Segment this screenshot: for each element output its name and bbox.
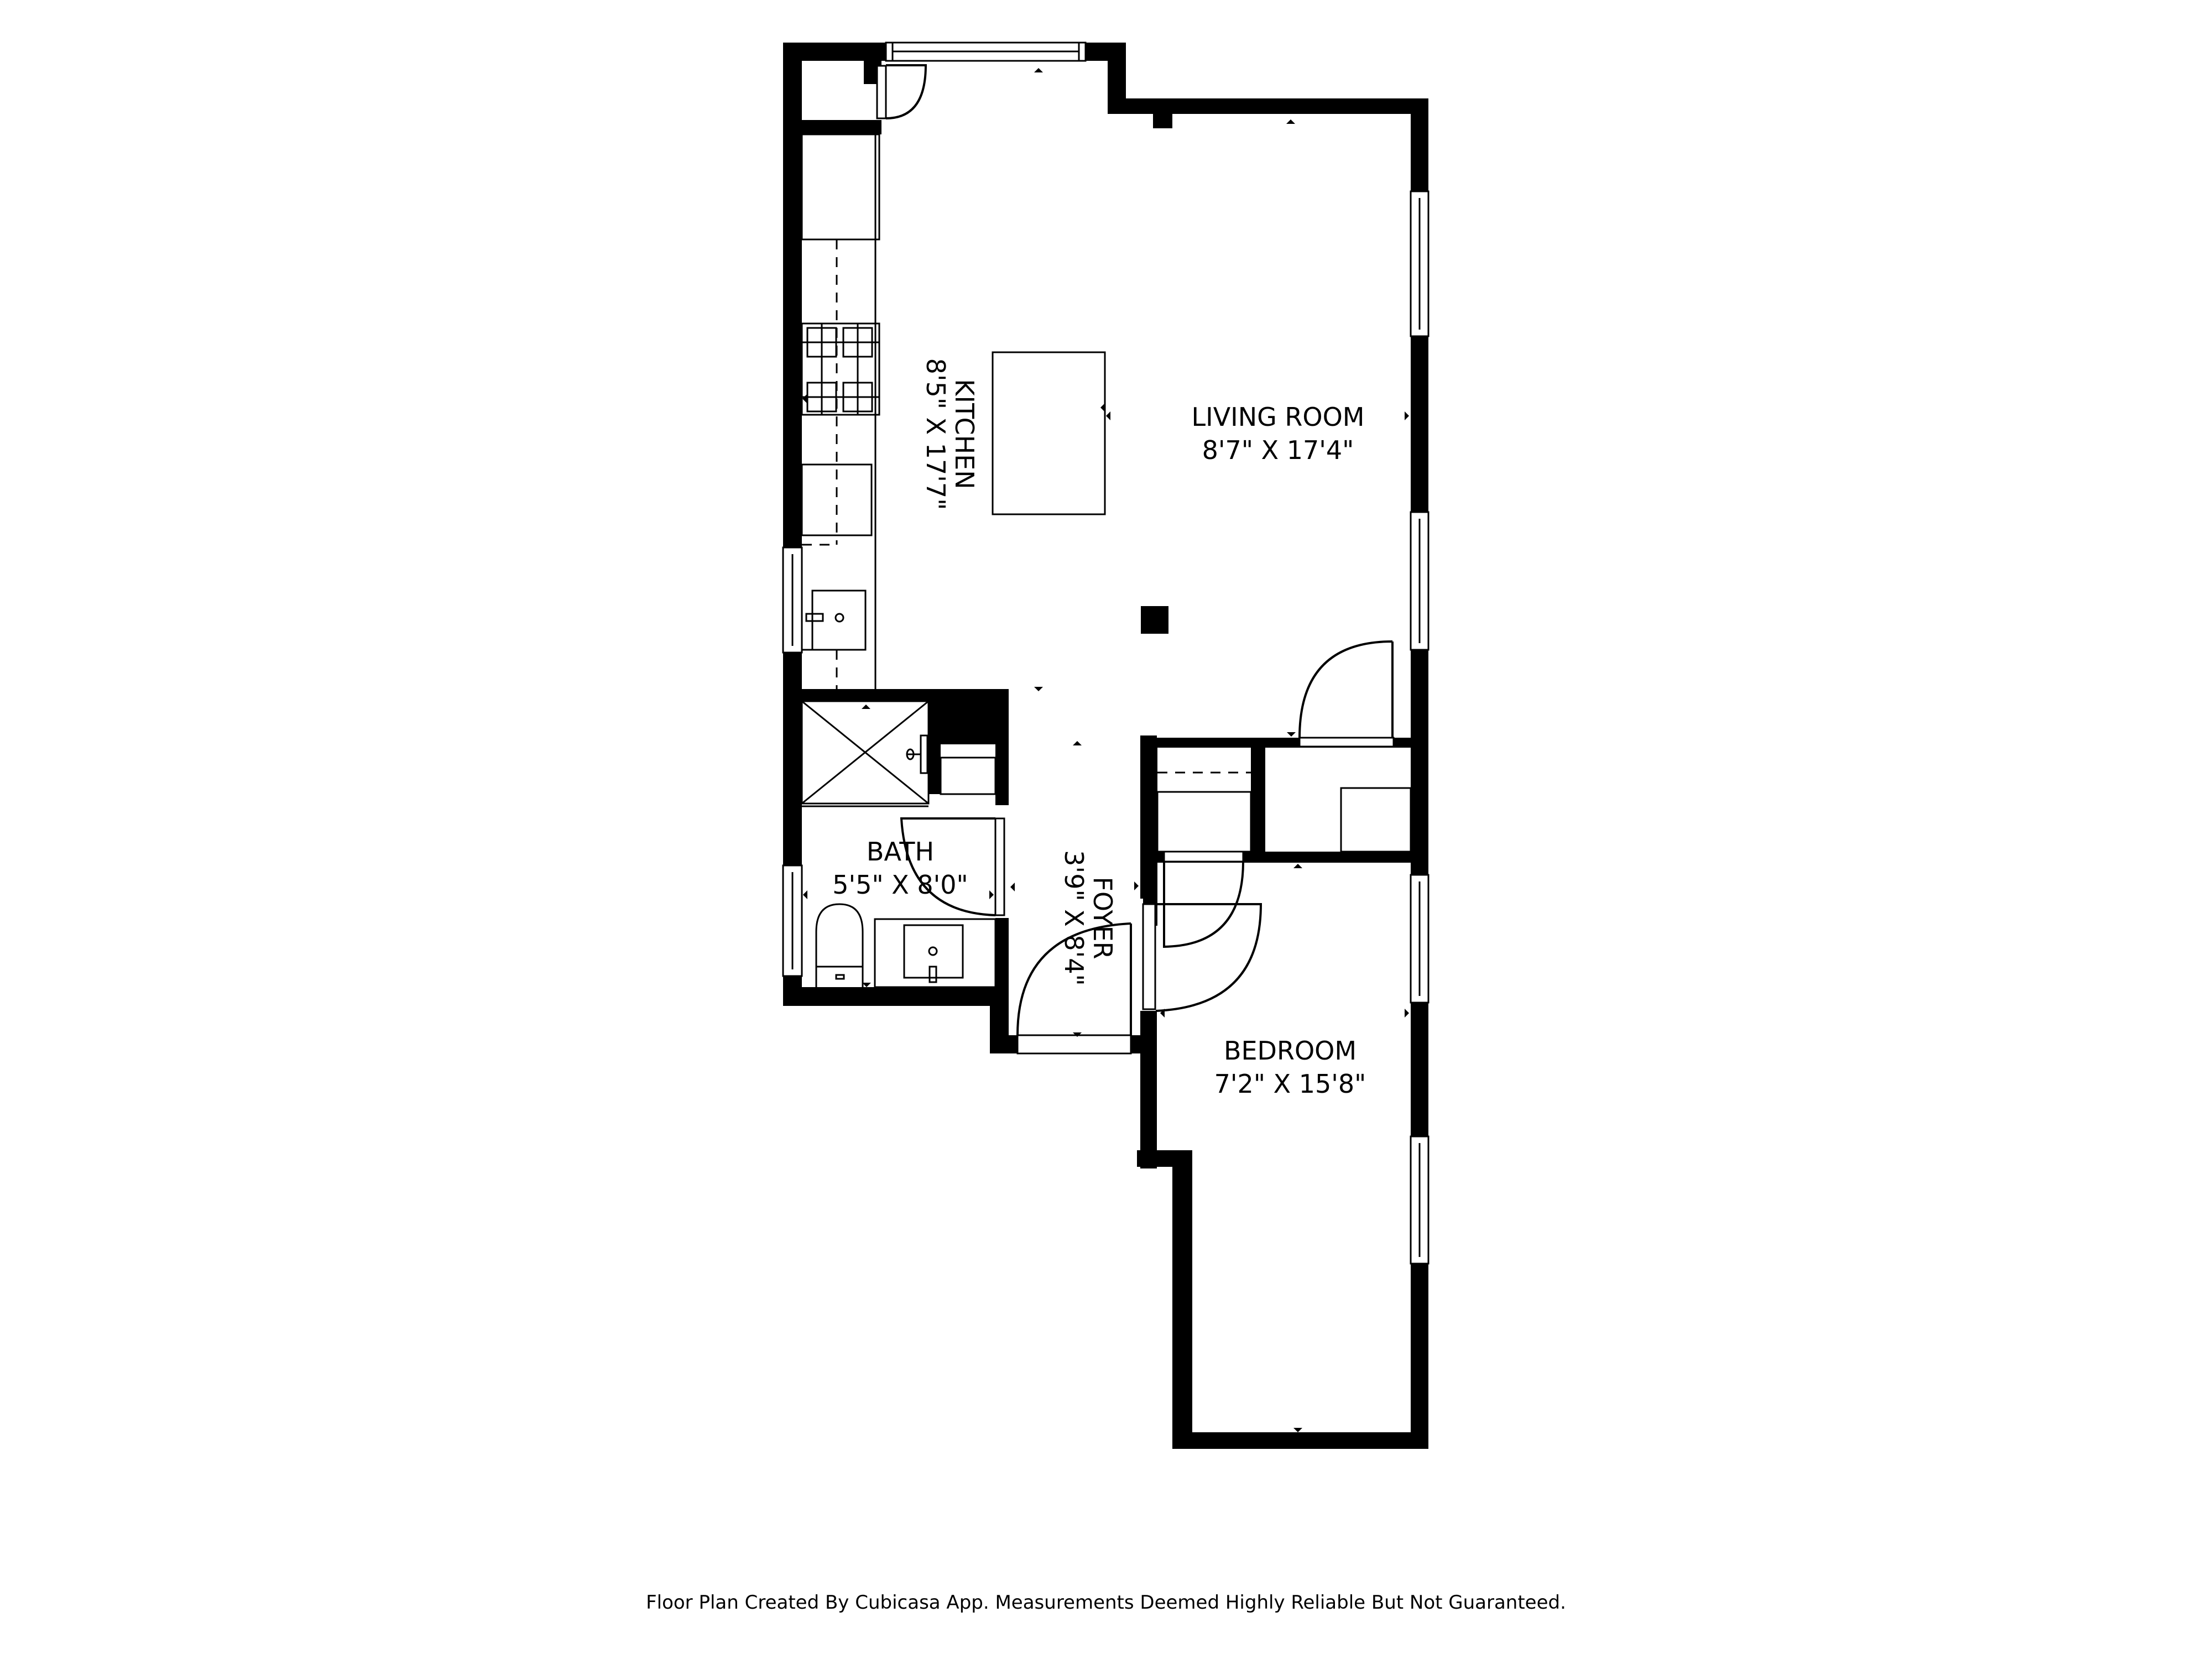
- shelf: [1156, 791, 1252, 853]
- living-room-name: LIVING ROOM: [1192, 402, 1365, 432]
- room-labels: KITCHEN 8'5" X 17'7" LIVING ROOM 8'7" X …: [832, 358, 1366, 1099]
- dishwasher: [801, 463, 873, 536]
- bath-vanity-icon: [874, 918, 997, 988]
- closet-door-frame: [876, 65, 887, 119]
- foyer-name: FOYER: [1088, 877, 1118, 959]
- refrigerator: [801, 133, 880, 241]
- doors: [876, 64, 1395, 1055]
- bath-label: BATH 5'5" X 8'0": [832, 837, 968, 900]
- measurement-markers: [802, 68, 1409, 1432]
- windows: [782, 41, 1430, 1265]
- kitchen-dimensions: 8'5" X 17'7": [921, 358, 951, 510]
- bath-door-swing: [900, 817, 996, 916]
- kitchen-sink-icon: [805, 589, 867, 651]
- foyer-dimensions: 3'9" X 8'4": [1059, 850, 1089, 985]
- closet-fixtures: [1156, 771, 1412, 853]
- living-room-dimensions: 8'7" X 17'4": [1202, 435, 1354, 465]
- water-heater: [1340, 787, 1412, 853]
- linen-cabinet: [940, 757, 997, 795]
- entry-door-frame: [1016, 1034, 1132, 1055]
- bedroom-closet-door-swing: [1163, 861, 1244, 948]
- entry-door-swing: [1016, 922, 1132, 1036]
- bedroom-label: BEDROOM 7'2" X 15'8": [1214, 1036, 1366, 1099]
- bath-name: BATH: [867, 837, 934, 867]
- foyer-label: FOYER 3'9" X 8'4": [1059, 850, 1118, 985]
- kitchen-island: [992, 351, 1106, 515]
- bedroom-name: BEDROOM: [1224, 1036, 1357, 1066]
- bath-fixtures: [801, 700, 997, 988]
- kitchen-name: KITCHEN: [950, 379, 979, 489]
- living-room-label: LIVING ROOM 8'7" X 17'4": [1192, 402, 1365, 465]
- kitchen-label: KITCHEN 8'5" X 17'7": [921, 358, 979, 510]
- toilet-icon: [815, 903, 864, 987]
- bath-dimensions: 5'5" X 8'0": [832, 870, 968, 900]
- disclaimer-footer: Floor Plan Created By Cubicasa App. Meas…: [646, 1592, 1566, 1614]
- living-closet-door-swing: [1298, 640, 1394, 738]
- kitchen-fixtures: [801, 133, 1106, 689]
- stove-icon: [801, 322, 880, 416]
- closet-door-swing: [885, 64, 927, 119]
- walls: [783, 43, 1428, 1449]
- shower-icon: [801, 700, 930, 807]
- bedroom-dimensions: 7'2" X 15'8": [1214, 1069, 1366, 1099]
- bedroom-door-swing: [1155, 903, 1262, 1012]
